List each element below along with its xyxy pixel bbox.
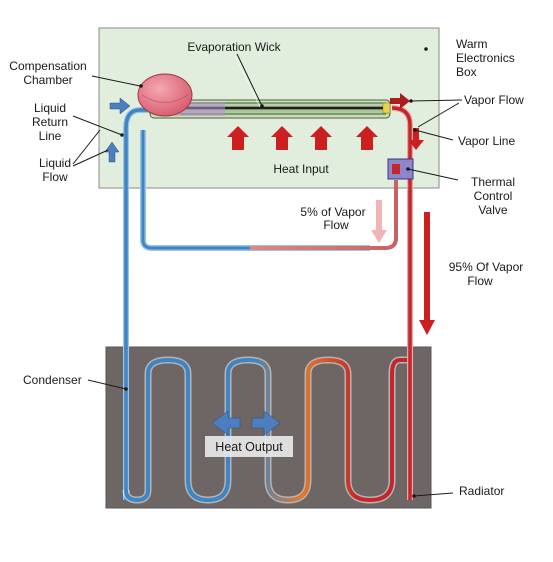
heat-arrow-3 [310,126,332,150]
liquid-flow-arrow-right [109,97,131,115]
thermal-control-valve [387,158,414,180]
compensation-chamber [137,73,193,117]
thermal-valve-label-3: Valve [478,203,507,217]
liquid-branch-line [140,130,398,251]
heat-input-arrows [227,126,378,150]
liquid-flow-label-1: Liquid [39,156,71,170]
ninety-five-pct-label-2: Flow [467,274,493,288]
five-pct-label-2: Flow [323,218,349,232]
vapor-flow-label: Vapor Flow [464,93,524,107]
vapor-flow-arrow-down [408,128,424,150]
warm-box-label-2: Electronics [456,51,515,65]
ninety-five-pct-arrow [419,212,435,335]
vapor-line [391,105,413,500]
heat-output-label-bg [205,436,293,457]
evaporator [149,99,391,119]
ninety-five-pct-label-1: 95% Of Vapor [449,260,523,274]
liquid-return-label-3: Line [39,129,62,143]
heat-arrow-1 [227,126,249,150]
vapor-line-label: Vapor Line [458,134,515,148]
condenser-serpentine [122,356,410,504]
thermal-valve-label-1: Thermal [471,175,515,189]
condenser-label: Condenser [23,373,82,387]
leader-dots [120,47,428,498]
warm-box-label-1: Warm [456,37,488,51]
liquid-flow-arrow-up [104,141,120,163]
liquid-return-line [123,107,150,500]
heat-arrow-4 [356,126,378,150]
chamber-seam [141,94,189,103]
heat-output-arrow-right [251,410,281,436]
compensation-label-1: Compensation [9,59,86,73]
compensation-label-2: Chamber [23,73,72,87]
vapor-flow-arrow-right [390,93,410,109]
liquid-return-label-1: Liquid [34,101,66,115]
heat-arrow-2 [271,126,293,150]
evaporation-wick-label: Evaporation Wick [187,40,281,54]
radiator-label: Radiator [459,484,504,498]
heat-output-label: Heat Output [215,440,283,454]
five-pct-label-1: 5% of Vapor [300,205,365,219]
warm-box-label-3: Box [456,65,477,79]
heat-output-arrows [211,410,281,436]
liquid-flow-label-2: Flow [42,170,68,184]
liquid-return-label-2: Return [32,115,68,129]
five-pct-arrow [371,200,387,243]
thermal-valve-label-2: Control [474,189,513,203]
heat-output-arrow-left [211,410,241,436]
leader-lines [72,53,463,497]
heat-input-label: Heat Input [273,162,329,176]
